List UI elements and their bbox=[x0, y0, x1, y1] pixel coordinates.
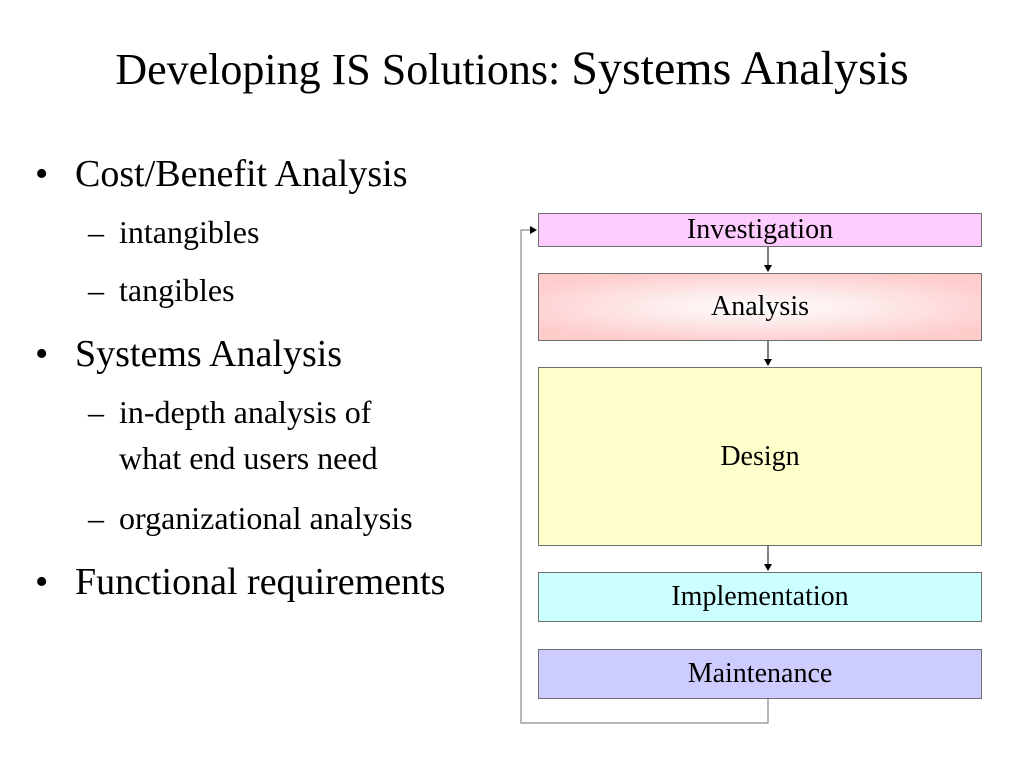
stage-label: Design bbox=[720, 440, 800, 472]
stage-analysis[interactable]: Analysis bbox=[538, 273, 982, 341]
sub-bullet-text: intangibles bbox=[119, 214, 260, 250]
dash-icon: – bbox=[88, 214, 104, 250]
stage-label: Analysis bbox=[711, 291, 809, 322]
slide-title-prefix: Developing IS Solutions: bbox=[115, 45, 572, 94]
bullet-text: Functional requirements bbox=[75, 561, 446, 603]
bullet-text: Cost/Benefit Analysis bbox=[75, 153, 408, 195]
bullet-dot-icon: • bbox=[35, 561, 49, 603]
sub-bullet-text-line2: what end users need bbox=[119, 440, 378, 476]
stage-label: Investigation bbox=[686, 214, 834, 245]
stage-implementation[interactable]: Implementation bbox=[538, 572, 982, 622]
bullet-text: Systems Analysis bbox=[75, 333, 343, 375]
sub-bullet-text: tangibles bbox=[119, 272, 235, 308]
stage-maintenance[interactable]: Maintenance bbox=[538, 649, 982, 699]
bullet-dot-icon: • bbox=[35, 153, 49, 195]
sub-bullet-text: in-depth analysis of bbox=[119, 394, 372, 430]
dash-icon: – bbox=[88, 500, 104, 536]
stage-label: Maintenance bbox=[687, 658, 833, 689]
bullet-list: • Cost/Benefit Analysis – intangibles – … bbox=[35, 153, 446, 603]
stage-design[interactable]: Design bbox=[538, 367, 982, 546]
sub-bullet-text: organizational analysis bbox=[119, 500, 413, 536]
dash-icon: – bbox=[88, 394, 104, 430]
slide-title: Developing IS Solutions: Systems Analysi… bbox=[0, 45, 1024, 93]
slide-title-main: Systems Analysis bbox=[571, 42, 909, 95]
bullet-dot-icon: • bbox=[35, 333, 49, 375]
stage-investigation[interactable]: Investigation bbox=[538, 213, 982, 247]
stage-label: Implementation bbox=[671, 581, 849, 612]
dash-icon: – bbox=[88, 272, 104, 308]
